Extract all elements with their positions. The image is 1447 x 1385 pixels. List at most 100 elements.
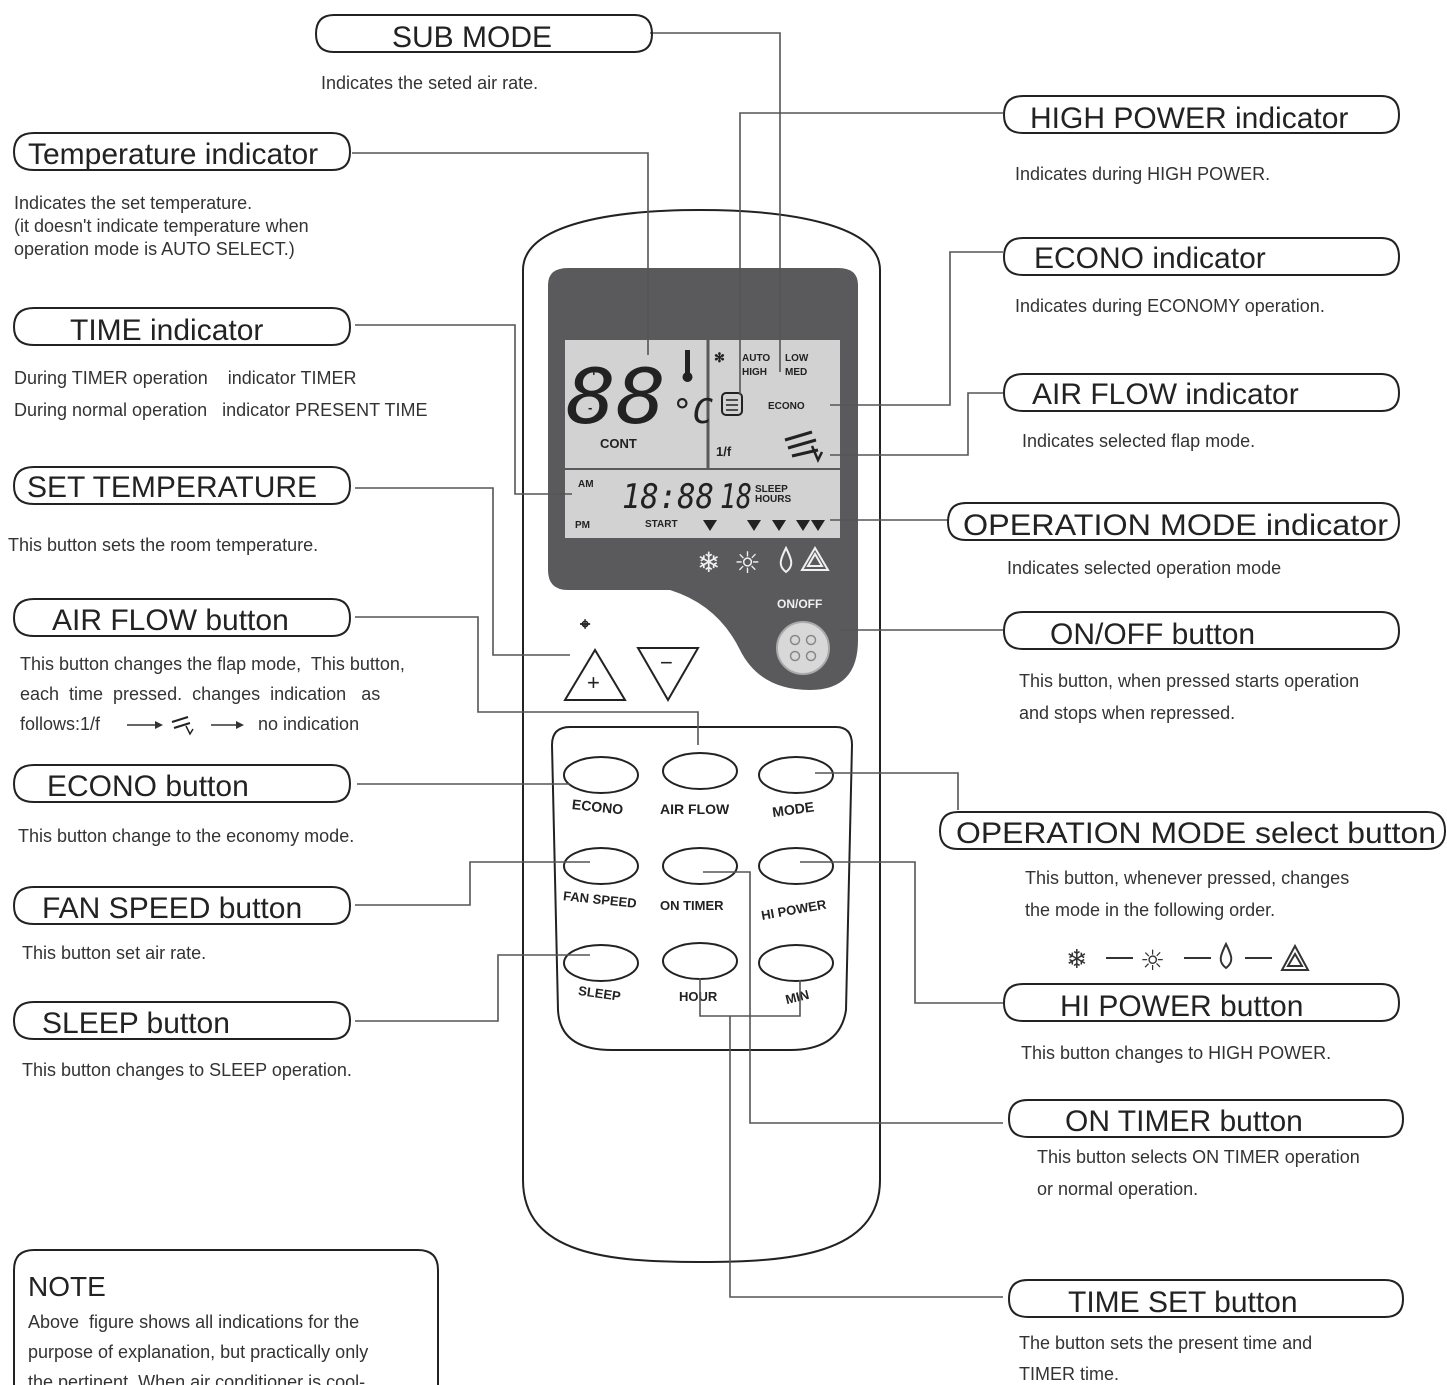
on-timer-button-pill <box>1007 1099 1405 1138</box>
operation-mode-indicator-title: OPERATION MODE indicator <box>963 509 1388 542</box>
sleep-button-title: SLEEP button <box>42 1007 230 1040</box>
econo-button-label: ECONO <box>571 796 624 817</box>
note-box <box>13 1249 439 1385</box>
lcd-sleep-label: SLEEP <box>755 484 788 495</box>
on-off-button-title: ON/OFF button <box>1050 618 1255 651</box>
time-set-button-pill <box>1007 1279 1405 1318</box>
hour-button-label: HOUR <box>679 989 718 1004</box>
air-flow-button-pill <box>12 598 352 637</box>
operation-mode-select-button-desc-1: the mode in the following order. <box>1025 900 1275 920</box>
lcd-temperature-digits: 88 <box>566 352 666 441</box>
operation-mode-select-button-pill <box>938 811 1447 850</box>
snowflake-icon: ❄ <box>697 546 720 579</box>
lcd-flap: 1/f <box>716 444 732 459</box>
sub-mode-desc-0: Indicates the seted air rate. <box>321 73 538 93</box>
sleep-button[interactable]: SLEEP <box>563 944 639 1004</box>
swing-flap-small-icon <box>171 716 194 736</box>
temp-down-button[interactable]: − <box>636 647 700 703</box>
mode-order-sequence: ❄ ☼ <box>1066 941 1310 977</box>
temp-up-button[interactable]: + <box>563 648 627 701</box>
econo-button-desc-0: This button change to the economy mode. <box>18 826 354 846</box>
air-flow-button-desc-2: follows:1/f <box>20 714 101 734</box>
operation-mode-indicator-desc-0: Indicates selected operation mode <box>1007 558 1281 578</box>
hi-power-button[interactable]: HI POWER <box>758 847 834 923</box>
temperature-indicator-pill <box>12 132 352 171</box>
lcd-sleep-digits: 18 <box>720 477 752 517</box>
air-flow-button-title: AIR FLOW button <box>52 604 289 637</box>
lcd-med: MED <box>785 367 807 378</box>
note-line-0: Above figure shows all indications for t… <box>28 1312 359 1332</box>
on-timer-button-label: ON TIMER <box>660 898 724 913</box>
sleep-button-pill <box>12 1001 352 1040</box>
fan-speed-button[interactable]: FAN SPEED <box>562 847 639 911</box>
lcd-time-digits: 18:88 <box>622 477 714 517</box>
time-indicator-desc-0: During TIMER operation indicator TIMER <box>14 368 356 388</box>
sun-icon: ☼ <box>1140 944 1165 977</box>
sleep-button-label: SLEEP <box>577 983 622 1004</box>
lcd-start-label: START <box>645 519 678 530</box>
temperature-indicator-desc-2: operation mode is AUTO SELECT.) <box>14 239 295 259</box>
econo-button-pill <box>12 764 352 803</box>
note-title: NOTE <box>28 1271 106 1302</box>
on-off-button[interactable] <box>776 621 830 675</box>
mode-button[interactable]: MODE <box>758 756 834 820</box>
sub-mode-pill <box>314 14 654 53</box>
on-timer-button[interactable]: ON TIMER <box>660 847 738 913</box>
snowflake-icon: ❄ <box>1066 945 1088 975</box>
swing-flap-icon <box>784 430 824 463</box>
fan-speed-button-title: FAN SPEED button <box>42 892 302 925</box>
fan-speed-button-label: FAN SPEED <box>562 888 637 911</box>
hi-power-button-title: HI POWER button <box>1060 990 1303 1023</box>
on-timer-button-desc-1: or normal operation. <box>1037 1179 1198 1199</box>
time-indicator-desc-1: During normal operation indicator PRESEN… <box>14 400 428 420</box>
set-temperature-pill <box>12 466 352 505</box>
high-power-indicator-desc-0: Indicates during HIGH POWER. <box>1015 164 1270 184</box>
time-set-button-desc-0: The button sets the present time and <box>1019 1333 1312 1353</box>
time-set-button-desc-1: TIMER time. <box>1019 1364 1119 1384</box>
on-timer-button-desc-0: This button selects ON TIMER operation <box>1037 1147 1360 1167</box>
temp-down-label: − <box>660 650 673 675</box>
temperature-indicator-desc-0: Indicates the set temperature. <box>14 193 252 213</box>
lcd-am: AM <box>578 479 594 490</box>
hi-power-button-desc-0: This button changes to HIGH POWER. <box>1021 1043 1331 1063</box>
on-timer-button-title: ON TIMER button <box>1065 1105 1303 1138</box>
fan-triangle-icon <box>1280 943 1310 971</box>
fan-speed-button-desc-0: This button set air rate. <box>22 943 206 963</box>
set-temperature-title: SET TEMPERATURE <box>27 471 317 504</box>
temp-symbol-icon: ⌖ <box>579 614 591 635</box>
note-line-2: the pertinent. When air conditioner is c… <box>28 1372 365 1385</box>
high-power-indicator-pill <box>1002 95 1401 134</box>
econo-indicator-title: ECONO indicator <box>1034 242 1266 275</box>
time-set-button-title: TIME SET button <box>1068 1286 1298 1319</box>
thermometer-icon <box>682 350 693 382</box>
lcd-hours-label: HOURS <box>755 494 791 505</box>
on-off-button-desc-0: This button, when pressed starts operati… <box>1019 671 1359 691</box>
hi-power-button-label: HI POWER <box>760 897 828 923</box>
air-flow-indicator-pill <box>1002 373 1401 412</box>
lcd-pm: PM <box>575 520 590 531</box>
sequence-arrow-icon <box>127 721 163 729</box>
air-flow-indicator-desc-0: Indicates selected flap mode. <box>1022 431 1255 451</box>
econo-button[interactable]: ECONO <box>563 756 639 817</box>
on-off-button-pill <box>1002 611 1401 650</box>
high-power-indicator-title: HIGH POWER indicator <box>1030 102 1348 135</box>
air-flow-button-desc-1: each time pressed. changes indication as <box>20 684 380 704</box>
set-temperature-desc-0: This button sets the room temperature. <box>8 535 318 555</box>
air-flow-button-label: AIR FLOW <box>660 801 730 817</box>
air-flow-button-desc-0: This button changes the flap mode, This … <box>20 654 405 674</box>
air-flow-button-sequence-end: no indication <box>258 714 359 734</box>
econo-indicator-pill <box>1002 237 1401 276</box>
mode-button-label: MODE <box>771 798 815 820</box>
econo-button-title: ECONO button <box>47 770 249 803</box>
on-off-button-desc-1: and stops when repressed. <box>1019 703 1235 723</box>
operation-mode-select-button-desc-0: This button, whenever pressed, changes <box>1025 868 1349 888</box>
lcd-high: HIGH <box>742 367 767 378</box>
operation-mode-select-button-title: OPERATION MODE select button <box>956 817 1436 850</box>
air-flow-button[interactable]: AIR FLOW <box>660 752 738 817</box>
temperature-indicator-title: Temperature indicator <box>28 138 318 171</box>
lcd-screen-bottom <box>565 470 840 538</box>
air-flow-indicator-title: AIR FLOW indicator <box>1032 378 1299 411</box>
min-button[interactable]: MIN <box>758 944 834 1007</box>
temp-up-label: + <box>587 670 600 695</box>
